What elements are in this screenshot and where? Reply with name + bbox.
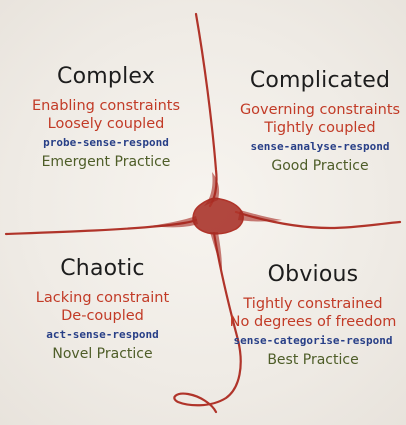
boundary-bottom: [173, 231, 242, 414]
complicated-practice: Good Practice: [271, 158, 369, 175]
chaotic-domain: Chaotic Lacking constraint De-coupled ac…: [15, 256, 190, 363]
complex-constraint: Enabling constraints: [31, 98, 181, 115]
complex-title: Complex: [57, 64, 155, 89]
center-ribbon-upper: [204, 172, 220, 206]
obvious-coupling: No degrees of freedom: [229, 313, 397, 330]
complex-domain: Complex Enabling constraints Loosely cou…: [22, 64, 190, 171]
obvious-constraint: Tightly constrained: [243, 296, 383, 313]
chaotic-sequence: act-sense-respond: [46, 328, 159, 342]
complex-practice: Emergent Practice: [41, 154, 171, 171]
obvious-sequence: sense-categorise-respond: [233, 334, 393, 348]
obvious-title: Obvious: [267, 262, 359, 287]
center-ribbon-right: [238, 210, 282, 222]
center-ribbon-bottom: [210, 232, 222, 270]
chaotic-constraint: Lacking constraint: [35, 290, 170, 307]
chaotic-coupling: De-coupled: [61, 307, 144, 324]
center-ribbon-left: [150, 216, 198, 228]
complicated-domain: Complicated Governing constraints Tightl…: [230, 68, 406, 175]
complicated-constraint: Governing constraints: [239, 102, 401, 119]
complicated-title: Complicated: [249, 68, 391, 93]
chaotic-practice: Novel Practice: [52, 346, 153, 363]
complicated-coupling: Tightly coupled: [264, 119, 376, 136]
obvious-practice: Best Practice: [267, 352, 359, 369]
central-disorder-region: [192, 197, 244, 235]
complicated-sequence: sense-analyse-respond: [250, 140, 390, 154]
obvious-domain: Obvious Tightly constrained No degrees o…: [218, 262, 406, 369]
complex-sequence: probe-sense-respond: [43, 136, 169, 150]
chaotic-title: Chaotic: [60, 256, 145, 281]
complex-coupling: Loosely coupled: [47, 115, 165, 132]
